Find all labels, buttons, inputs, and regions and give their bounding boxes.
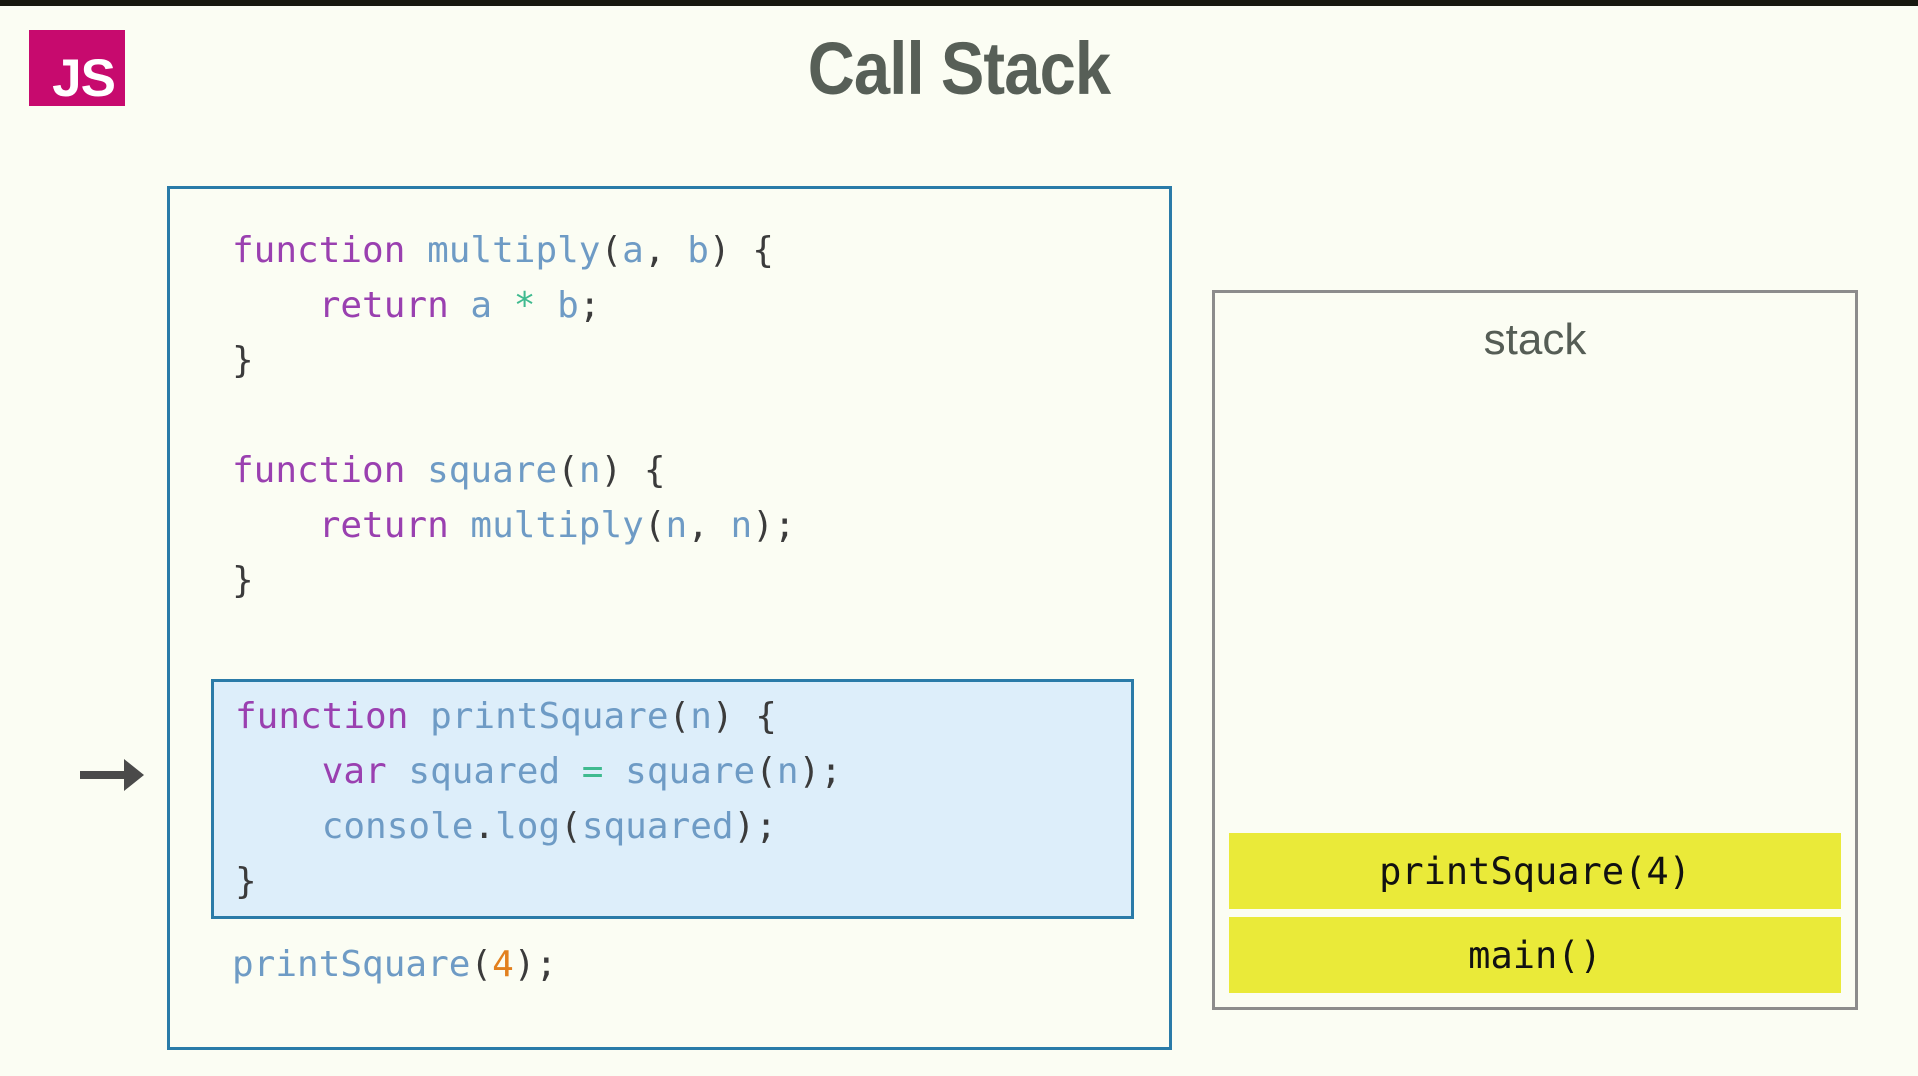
code-line: } (214, 854, 1131, 909)
code-trailing-lines: printSquare(4); (170, 937, 1169, 992)
code-token: multiply (470, 505, 644, 546)
code-token: ( (755, 751, 777, 792)
code-token: log (495, 806, 561, 847)
code-token: , (643, 230, 688, 271)
code-token: } (235, 861, 257, 902)
code-token: multiply (427, 230, 601, 271)
code-token: ); (733, 806, 777, 847)
code-token: ) { (708, 230, 774, 271)
code-line: console.log(squared); (214, 799, 1131, 854)
top-strip (0, 0, 1918, 6)
code-token: ( (643, 505, 666, 546)
code-token: ( (560, 806, 582, 847)
code-token: } (232, 340, 254, 381)
code-token: ; (578, 285, 601, 326)
code-token: ) { (600, 450, 666, 491)
code-panel: function multiply(a, b) { return a * b;}… (167, 186, 1172, 1050)
code-token: = (581, 751, 626, 792)
code-token: * (513, 285, 558, 326)
code-token: n (578, 450, 601, 491)
code-token: squared (408, 751, 582, 792)
code-token: ( (470, 944, 493, 985)
code-token: return (318, 505, 471, 546)
code-token: n (776, 751, 799, 792)
code-token: ); (752, 505, 796, 546)
code-token: ( (557, 450, 579, 491)
code-line: function multiply(a, b) { (170, 223, 1169, 278)
code-line: function printSquare(n) { (214, 689, 1131, 744)
stack-panel: stack printSquare(4) main() (1212, 290, 1858, 1010)
code-token: a (622, 230, 644, 271)
code-token: function (235, 696, 431, 737)
code-token (235, 806, 322, 847)
js-logo-label: JS (52, 48, 116, 108)
code-token (235, 751, 322, 792)
stack-frame: main() (1229, 917, 1841, 993)
code-token: printSquare (232, 944, 471, 985)
code-token: ) { (711, 696, 777, 737)
code-token: return (318, 285, 471, 326)
code-token: function (232, 450, 428, 491)
code-line: } (170, 553, 1169, 608)
code-token: ( (600, 230, 623, 271)
code-token: 4 (492, 944, 514, 985)
code-token: . (473, 806, 496, 847)
code-token: squared (581, 806, 734, 847)
code-token: n (730, 505, 753, 546)
code-token: function (232, 230, 428, 271)
code-line: var squared = square(n); (214, 744, 1131, 799)
code-token: ); (513, 944, 558, 985)
code-token: square (427, 450, 558, 491)
code-token (232, 285, 319, 326)
code-token: ( (668, 696, 691, 737)
code-token: b (557, 285, 579, 326)
code-token: a (470, 285, 514, 326)
code-token: n (665, 505, 688, 546)
code-token: } (232, 560, 254, 601)
code-token: b (687, 230, 709, 271)
code-line: printSquare(4); (170, 937, 1169, 992)
code-token: , (687, 505, 731, 546)
arrow-right-icon (80, 759, 144, 791)
code-line: return a * b; (170, 278, 1169, 333)
code-token (232, 505, 319, 546)
code-token (232, 395, 254, 436)
code-line: } (170, 333, 1169, 388)
code-lines: function multiply(a, b) { return a * b;}… (170, 189, 1169, 608)
code-line: return multiply(n, n); (170, 498, 1169, 553)
code-token: n (690, 696, 712, 737)
highlighted-code-lines: function printSquare(n) { var squared = … (214, 689, 1131, 909)
code-token: printSquare (430, 696, 669, 737)
code-token: var (321, 751, 409, 792)
stack-frames-list: printSquare(4) main() (1229, 833, 1841, 993)
stack-panel-title: stack (1483, 315, 1587, 364)
code-token: square (625, 751, 756, 792)
js-logo: JS (29, 30, 125, 106)
code-token: console (321, 806, 474, 847)
code-token: ); (798, 751, 842, 792)
code-line: function square(n) { (170, 443, 1169, 498)
stack-frame: printSquare(4) (1229, 833, 1841, 909)
code-line (170, 388, 1169, 443)
highlighted-code-block: function printSquare(n) { var squared = … (211, 679, 1134, 919)
page-title: Call Stack (807, 27, 1111, 110)
